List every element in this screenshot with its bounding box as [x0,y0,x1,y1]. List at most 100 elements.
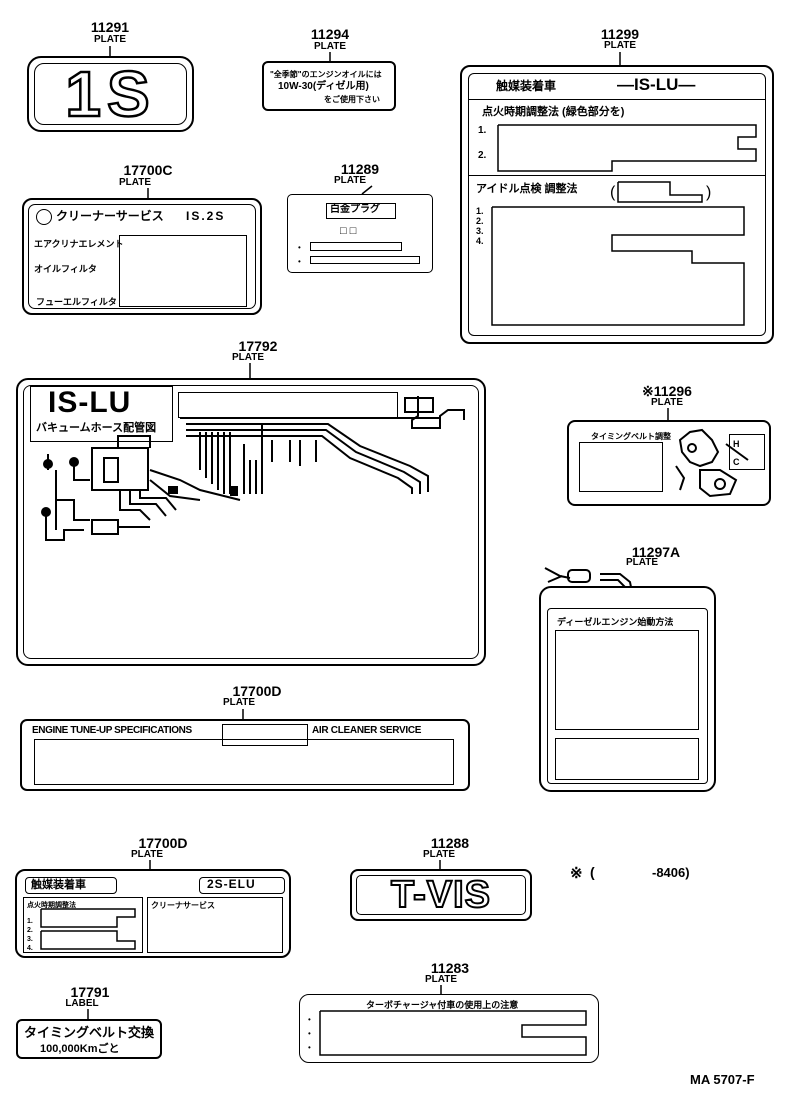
part-kind: PLATE [130,849,164,860]
plate-header: ディーゼルエンジン始動方法 [557,617,674,627]
leader-line [87,1009,89,1019]
blank-area [579,442,663,492]
note-value: -8406) [652,865,690,880]
part-number: 11289 [340,161,380,177]
part-number: 11288 [430,835,470,851]
part-number: 11297A [631,544,681,560]
plate-outline: タイミングベルト調整 H C [567,420,771,506]
label-outline: タイミングベルト交換 100,000Kmごと [16,1019,162,1059]
label-line: "全季節"のエンジンオイルには [270,70,382,79]
leader-line [249,363,251,378]
indicator-box [729,434,765,470]
part-number: 17791 [70,984,110,1000]
plate-outline: T-VIS [350,869,532,921]
header-right: 2S-ELU [207,877,256,891]
row-label: オイルフィルタ [34,264,97,274]
part-number: 11294 [310,26,350,42]
blank-area [222,724,308,746]
part-number: 11296 [653,383,692,399]
part-number: 11283 [430,960,470,976]
part-kind: PLATE [603,40,637,51]
part-number: 17700D [232,683,282,699]
part-kind: PLATE [231,352,265,363]
part-kind: PLATE [422,849,456,860]
blank-area [178,392,398,418]
label-line: 100,000Kmごと [40,1043,120,1055]
part-kind: PLATE [650,397,684,408]
blank-area [34,739,454,785]
part-kind: PLATE [333,175,367,186]
note-symbol: ※ [570,865,583,882]
figure-code: MA 5707-F [690,1072,755,1087]
plate-outline: IS-LU バキュームホース配管図 [16,378,486,666]
part-number: 11299 [600,26,640,42]
part-kind: PLATE [93,34,127,45]
part-number: 17792 [238,338,278,354]
plate-text: 1S [64,58,156,130]
plate-outline: ENGINE TUNE-UP SPECIFICATIONS AIR CLEANE… [20,719,470,791]
blank-area [319,1010,587,1056]
plate-model: IS.2S [186,209,226,223]
blank-area [491,206,745,326]
production-note: ※ ( -8406) [570,864,710,882]
plate-text: T-VIS [390,873,492,917]
right-heading: AIR CLEANER SERVICE [312,725,422,736]
label-line: 10W-30(ディゼル用) [278,81,369,92]
part-kind: PLATE [222,697,256,708]
label-line: をご使用下さい [324,95,380,104]
svg-text:): ) [706,184,711,201]
plate-header: ターボチャージャ付車の使用上の注意 [366,1000,519,1010]
note-open: ( [590,864,595,880]
plate-title: クリーナーサービス [56,209,164,223]
vacuum-hose-diagram [41,396,465,541]
plate-subtitle: バキュームホース配管図 [36,422,157,434]
section-title: 点火時期調整法 (緑色部分を) [482,106,625,118]
row-label: エアクリナエレメント [34,239,124,249]
part-kind: PLATE [313,41,347,52]
part-kind: PLATE [118,177,152,188]
header-right: —IS-LU— [617,75,696,94]
part-kind: PLATE [625,557,659,568]
leader-line [361,185,373,195]
plate-outline: クリーナーサービス IS.2S エアクリナエレメント オイルフィルタ フューエル… [22,198,262,315]
part-number-group: ※11296 [630,384,704,398]
leader-line [439,860,441,869]
left-heading: ENGINE TUNE-UP SPECIFICATIONS [32,725,192,736]
leader-line [109,46,111,56]
part-number: 17700D [138,835,188,851]
plate-title: IS-LU [48,386,132,419]
blank-area [119,235,247,307]
section-title: アイドル点検 調整法 [476,183,578,195]
leader-line [149,860,151,869]
plate-header: 白金プラグ [330,204,380,215]
blank-area [555,738,699,780]
blank-area [555,630,699,730]
leader-line [667,408,669,420]
plate-marks: □ □ [340,225,357,237]
part-number: 17700C [123,162,173,178]
plate-outline: "全季節"のエンジンオイルには 10W-30(ディゼル用) をご使用下さい [262,61,396,111]
section-title: 点火時期調整法 [27,902,76,909]
plate-outline: 触媒装着車 —IS-LU— 点火時期調整法 (緑色部分を) 1. 2. アイドル… [460,65,774,344]
part-number: 11291 [90,19,130,35]
leader-line [242,709,244,719]
plate-outline: 触媒装着車 2S-ELU 点火時期調整法 1.2.3.4. クリーナサービス [15,869,291,958]
label-line: タイミングベルト交換 [24,1025,155,1040]
blank-area [40,908,136,950]
plate-outline: ターボチャージャ付車の使用上の注意 ••• [299,994,599,1063]
part-kind: PLATE [424,974,458,985]
plate-header: タイミングベルト調整 [591,432,671,441]
leader-line [440,985,442,994]
leader-line [329,52,331,61]
bracket-box: ( ) [610,181,711,203]
plate-outline: ディーゼルエンジン始動方法 [539,586,716,792]
header-left: 触媒装着車 [496,79,557,93]
section-title: クリーナサービス [151,901,215,910]
header-left: 触媒装着車 [31,879,86,891]
engine-sketch [675,428,749,498]
leader-line [619,52,621,65]
blank-area [497,124,757,172]
leader-line [147,188,149,198]
plate-outline: 白金プラグ □ □ • • [287,194,433,273]
prefix-symbol: ※ [642,383,654,399]
